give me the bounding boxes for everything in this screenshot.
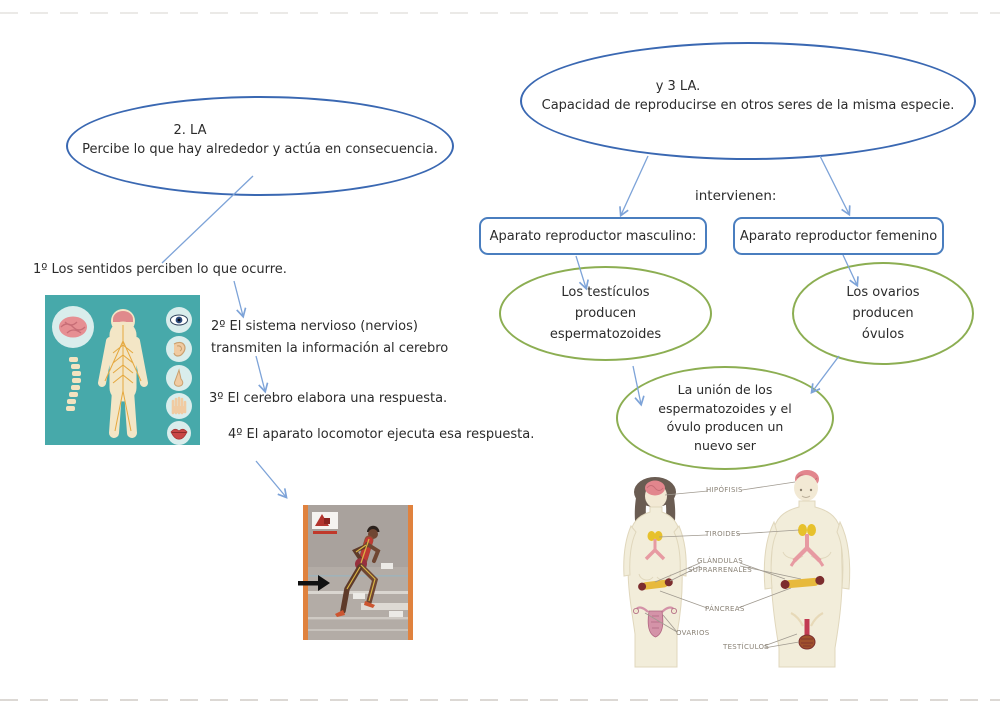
union-line1: La unión de los [677, 382, 773, 397]
endocrine-label-testiculos: TESTÍCULOS [723, 643, 770, 651]
testicles-line2: producen [574, 306, 637, 321]
intervienen-label: intervienen: [695, 188, 777, 204]
female-reproductive-box: Aparato reproductor femenino [733, 217, 944, 255]
arrow-reproduction-to-male-box [621, 155, 649, 215]
endocrine-label-suprarrenales-2: SUPRARRENALES [688, 565, 752, 574]
step-2-nervous-system: 2º El sistema nervioso (nervios) transmi… [211, 316, 448, 360]
step-2-line1: 2º El sistema nervioso (nervios) [211, 319, 418, 334]
union-ellipse: La unión de los espermatozoides y el óvu… [616, 366, 834, 470]
relation-title: 2. LA [173, 123, 207, 138]
nerves-lines [104, 325, 142, 432]
endocrine-label-ovarios: OVARIOS [676, 629, 710, 637]
testicles-ellipse: Los testículos producen espermatozoides [499, 266, 712, 361]
reproduction-function-ellipse: y 3 LA. Capacidad de reproducirse en otr… [520, 42, 976, 160]
brain-icon [52, 306, 94, 348]
testicles-line3: espermatozoides [549, 327, 662, 342]
ovaries-line2: producen [852, 306, 914, 321]
endocrine-label-tiroides: TIROIDES [705, 530, 741, 538]
runner-photo [303, 505, 413, 640]
reproduction-title: y 3 LA. [655, 79, 701, 94]
step-1-senses: 1º Los sentidos perciben lo que ocurre. [33, 262, 287, 277]
arrow-step4-to-runner [255, 460, 286, 497]
endocrine-label-suprarrenales: GLÁNDULAS SUPRARRENALES [688, 557, 752, 574]
relation-function-ellipse: 2. LA Percibe lo que hay alrededor y act… [66, 96, 454, 196]
male-reproductive-box: Aparato reproductor masculino: [479, 217, 707, 255]
ovaries-ellipse: Los ovarios producen óvulos [792, 262, 974, 365]
eye-icon [166, 307, 192, 333]
testicles-line1: Los testículos [561, 285, 650, 300]
step-4-locomotor: 4º El aparato locomotor ejecuta esa resp… [228, 427, 535, 442]
step-3-brain: 3º El cerebro elabora una respuesta. [209, 391, 448, 406]
step-2-line2: transmiten la información al cerebro [211, 341, 449, 356]
relation-body: Percibe lo que hay alrededor y actúa en … [82, 142, 438, 157]
endocrine-label-glandulas: GLÁNDULAS [696, 557, 744, 565]
nose-icon [166, 365, 192, 391]
arrow-step2-to-step3 [255, 355, 265, 391]
body-silhouette [98, 309, 148, 438]
ovaries-line3: óvulos [861, 327, 905, 342]
union-line3: óvulo producen un [666, 419, 784, 434]
hand-icon [166, 393, 192, 419]
endocrine-pointer-lines [644, 481, 802, 649]
photo-logo [312, 512, 338, 534]
bottom-dotted-line [0, 699, 1000, 701]
mouth-icon [167, 421, 191, 445]
arrow-step1-to-step2 [233, 280, 243, 316]
endocrine-label-pancreas: PÁNCREAS [705, 605, 745, 613]
reproduction-body: Capacidad de reproducirse en otros seres… [541, 98, 955, 113]
female-box-label: Aparato reproductor femenino [739, 228, 938, 244]
testicles-icon [790, 612, 824, 650]
ear-icon [166, 336, 192, 362]
endocrine-label-hipofisis: HIPÓFISIS [706, 486, 743, 494]
union-line2: espermatozoides y el [658, 400, 792, 416]
male-box-label: Aparato reproductor masculino: [489, 228, 697, 244]
nervous-system-image [45, 295, 200, 445]
top-dotted-line [0, 12, 1000, 14]
biomechanics-lines [346, 538, 376, 602]
spine-icon [66, 357, 81, 411]
ovaries-line1: Los ovarios [846, 285, 920, 300]
union-line4: nuevo ser [694, 437, 756, 453]
arrow-reproduction-to-female-box [819, 155, 849, 214]
runner-figure [335, 525, 403, 617]
female-figure [623, 477, 687, 668]
male-figure [763, 470, 851, 668]
arrow-ovaries-to-union [812, 355, 840, 392]
endocrine-system-image [615, 462, 905, 672]
